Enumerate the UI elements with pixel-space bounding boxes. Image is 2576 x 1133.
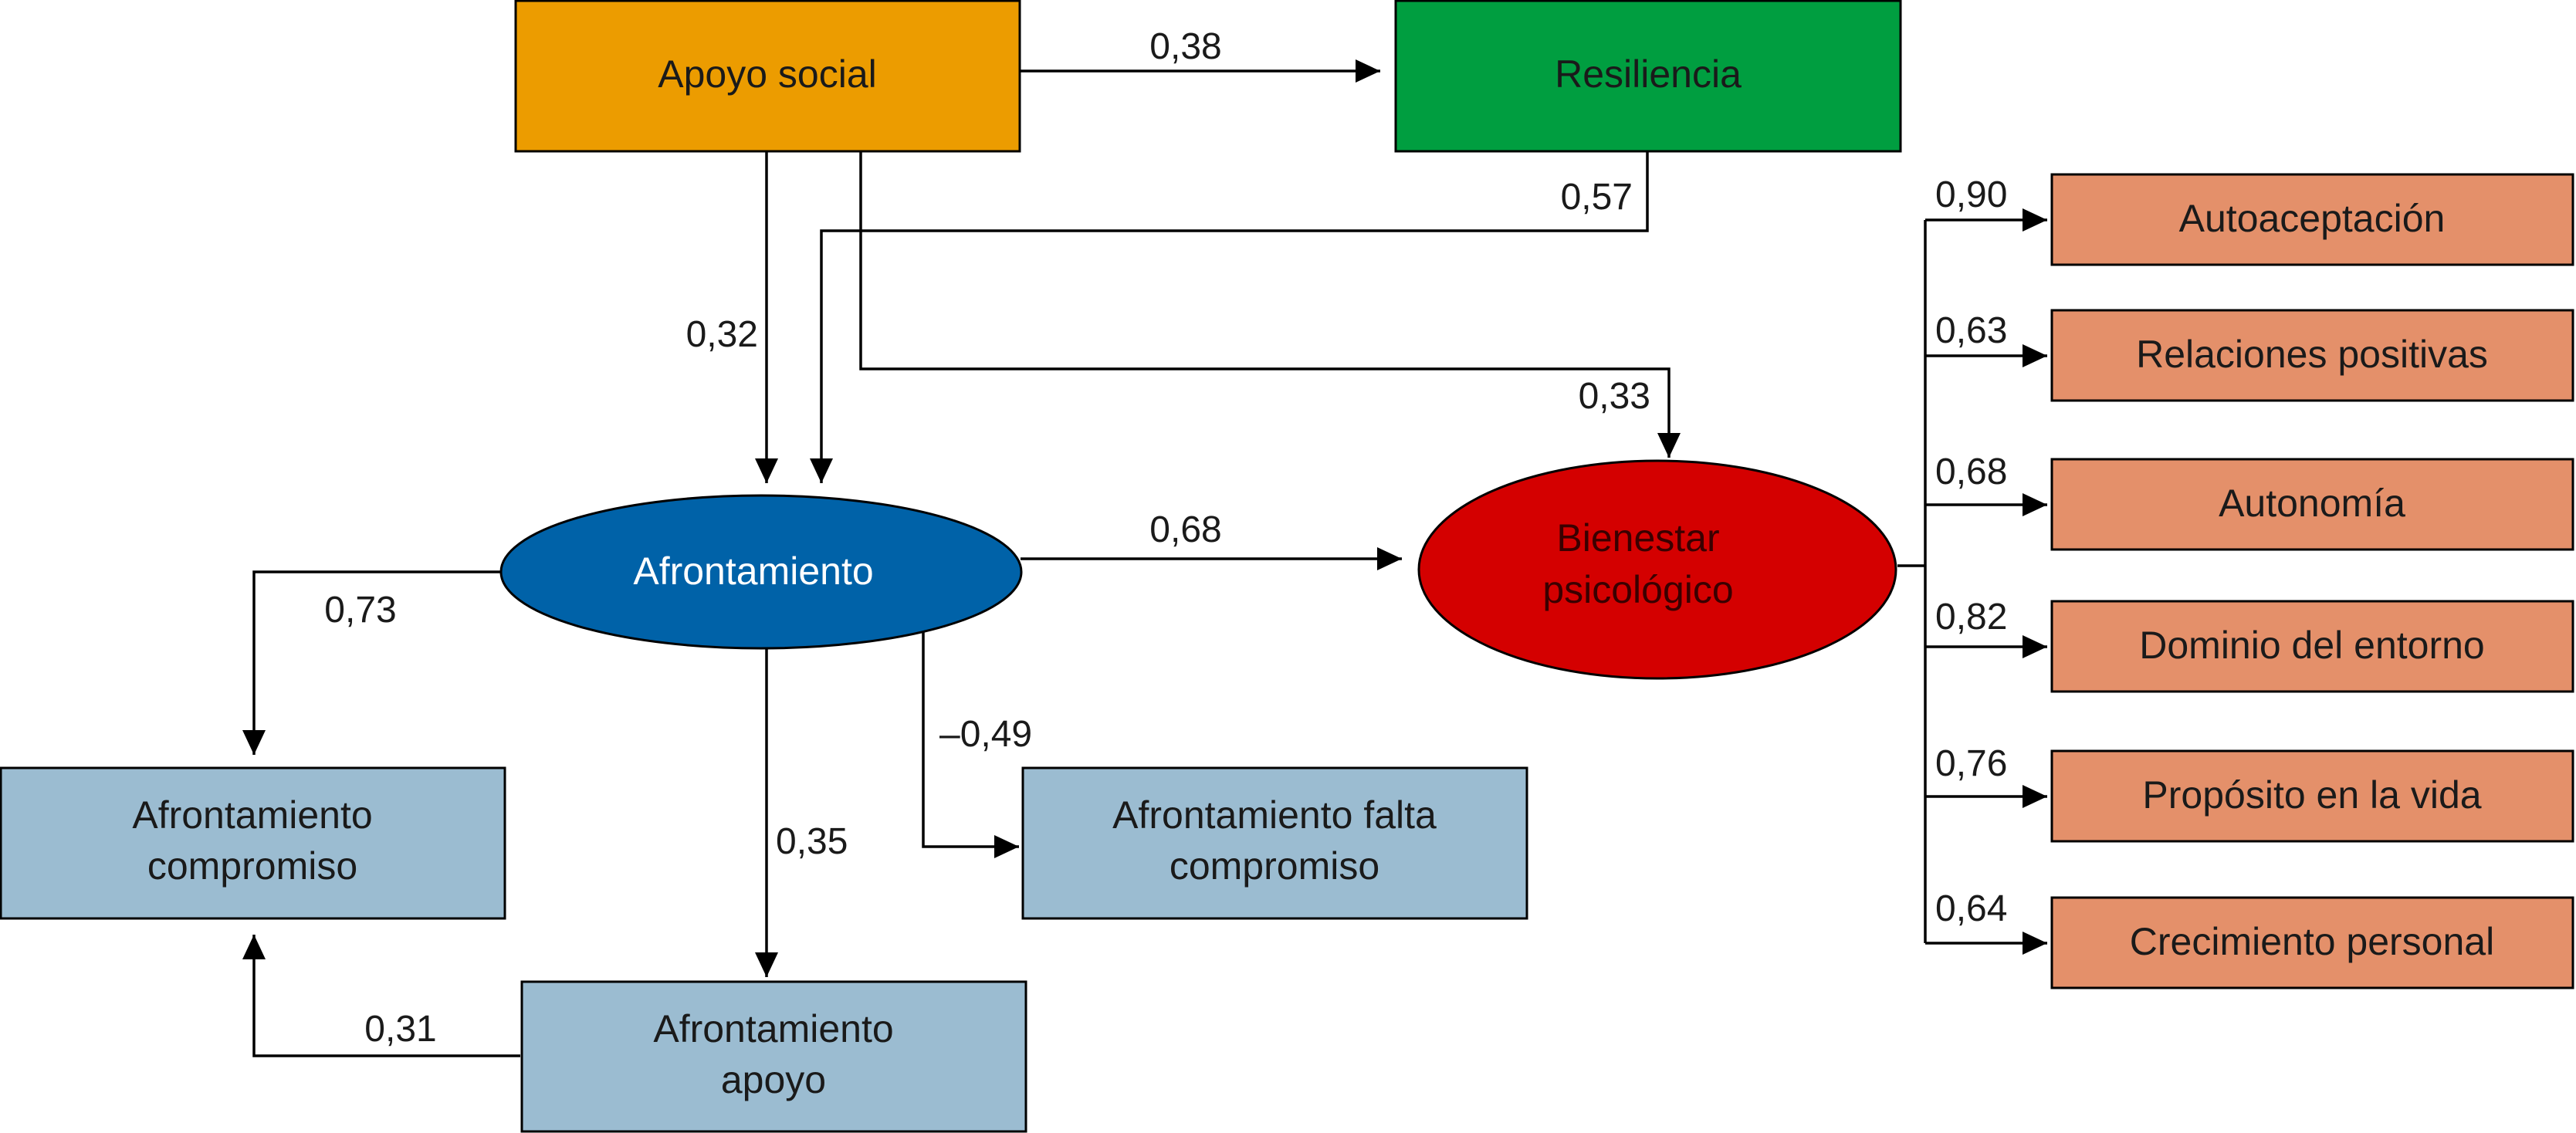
autonomia-label: Autonomía — [2219, 482, 2405, 525]
coef-resiliencia-afrontamiento: 0,57 — [1561, 177, 1633, 218]
edge-afrontamiento-compromiso — [242, 570, 501, 755]
autonomia-box — [2050, 458, 2574, 551]
node-bienestar: Bienestar psicológico — [1417, 459, 1897, 680]
afrontamiento-label: Afrontamiento — [633, 550, 873, 593]
coef-apoyo-afrontamiento: 0,32 — [686, 314, 758, 355]
relaciones-box — [2050, 309, 2574, 402]
coef-apoyo-bienestar: 0,33 — [1579, 376, 1650, 417]
af-apoyo-label-line2: apoyo — [721, 1058, 826, 1101]
node-resiliencia: Resiliencia — [1394, 0, 1902, 153]
coef-afrontamiento-apoyo: 0,35 — [776, 821, 848, 862]
coef-afrontamiento-compromiso: 0,73 — [324, 590, 396, 631]
node-af-falta: Afrontamiento falta compromiso — [1021, 766, 1528, 920]
apoyo-social-box — [514, 0, 1021, 153]
af-falta-label-line2: compromiso — [1170, 844, 1379, 888]
edge-apoyo-compromiso — [242, 935, 520, 1057]
af-compromiso-label-line1: Afrontamiento — [132, 793, 372, 837]
proposito-label: Propósito en la vida — [2142, 773, 2481, 817]
coef-bienestar-autoaceptacion: 0,90 — [1935, 174, 2007, 215]
af-apoyo-label-line1: Afrontamiento — [653, 1007, 893, 1050]
af-compromiso-box — [0, 766, 506, 920]
coef-bienestar-proposito: 0,76 — [1935, 743, 2007, 784]
coef-afrontamiento-bienestar: 0,68 — [1149, 509, 1221, 550]
node-af-compromiso: Afrontamiento compromiso — [0, 766, 506, 920]
coef-bienestar-crecimiento: 0,64 — [1935, 888, 2007, 929]
resiliencia-label: Resiliencia — [1555, 52, 1742, 96]
node-dominio: Dominio del entorno — [2050, 600, 2574, 693]
crecimiento-label: Crecimiento personal — [2130, 920, 2494, 963]
afrontamiento-ellipse — [499, 494, 1023, 650]
af-apoyo-box — [520, 980, 1027, 1133]
dominio-label: Dominio del entorno — [2139, 624, 2485, 667]
proposito-box — [2050, 749, 2574, 843]
coefficients: 0,38 0,57 0,32 0,33 0,68 0,73 –0,49 0,35… — [324, 26, 2007, 1050]
node-apoyo-social: Apoyo social — [514, 0, 1021, 153]
node-autoaceptacion: Autoaceptación — [2050, 173, 2574, 266]
node-crecimiento: Crecimiento personal — [2050, 896, 2574, 989]
coef-bienestar-relaciones: 0,63 — [1935, 310, 2007, 351]
af-compromiso-label-line2: compromiso — [147, 844, 357, 888]
af-falta-label-line1: Afrontamiento falta — [1112, 793, 1437, 837]
node-afrontamiento: Afrontamiento — [499, 494, 1023, 650]
dominio-box — [2050, 600, 2574, 693]
af-falta-box — [1021, 766, 1528, 920]
bienestar-label-line1: Bienestar — [1556, 516, 1719, 560]
relaciones-label: Relaciones positivas — [2136, 333, 2488, 376]
edges — [242, 59, 2047, 1057]
bienestar-label-line2: psicológico — [1542, 568, 1733, 611]
coef-bienestar-autonomia: 0,68 — [1935, 452, 2007, 492]
edge-afrontamiento-falta — [922, 627, 1019, 858]
coef-bienestar-dominio: 0,82 — [1935, 597, 2007, 638]
node-proposito: Propósito en la vida — [2050, 749, 2574, 843]
node-autonomia: Autonomía — [2050, 458, 2574, 551]
node-af-apoyo: Afrontamiento apoyo — [520, 980, 1027, 1133]
node-relaciones: Relaciones positivas — [2050, 309, 2574, 402]
autoaceptacion-box — [2050, 173, 2574, 266]
resiliencia-box — [1394, 0, 1902, 153]
crecimiento-box — [2050, 896, 2574, 989]
coef-afrontamiento-falta: –0,49 — [939, 714, 1032, 755]
autoaceptacion-label: Autoaceptación — [2179, 197, 2446, 240]
coef-apoyo-compromiso: 0,31 — [364, 1009, 436, 1050]
coef-apoyo-resiliencia: 0,38 — [1149, 26, 1221, 67]
edge-resiliencia-afrontamiento — [810, 151, 1649, 483]
bienestar-ellipse — [1417, 459, 1897, 680]
edge-apoyo-bienestar — [859, 151, 1681, 458]
apoyo-social-label: Apoyo social — [658, 52, 877, 96]
